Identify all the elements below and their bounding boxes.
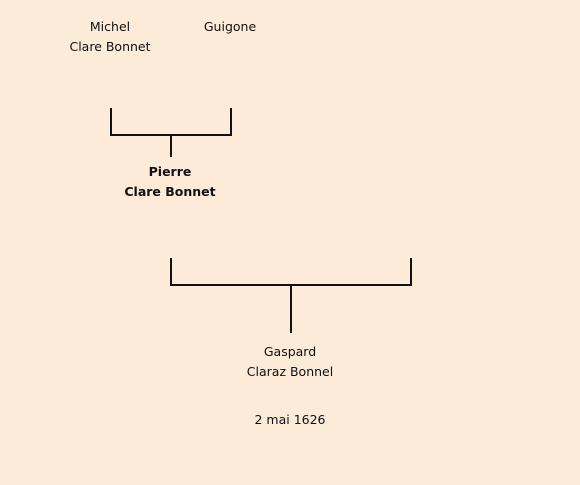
parents-connector-top	[110, 108, 232, 136]
person-surname: Claraz Bonnel	[246, 364, 334, 379]
person-surname: Clare Bonnet	[69, 39, 151, 54]
child-connector-top	[170, 258, 412, 286]
person-given-name: Gaspard	[263, 344, 317, 359]
person-given-name: Michel	[89, 19, 131, 34]
gaspard-date: 2 mai 1626	[254, 412, 326, 427]
person-pierre: Pierre Clare Bonnet	[90, 162, 250, 202]
person-gaspard: Gaspard Claraz Bonnel	[210, 342, 370, 382]
person-guigone: Guigone	[150, 17, 310, 37]
person-surname: Clare Bonnet	[124, 184, 216, 199]
person-michel: Michel Clare Bonnet	[30, 17, 190, 57]
person-given-name: Guigone	[203, 19, 257, 34]
person-given-name: Pierre	[148, 164, 192, 179]
